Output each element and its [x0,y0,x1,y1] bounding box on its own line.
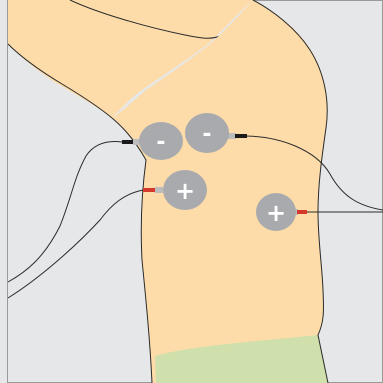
connector-body [143,188,156,192]
electrode-label: - [156,130,165,155]
connector-body [122,140,134,144]
connector-stub [228,133,236,139]
electrode-positive-1: + [163,170,207,210]
electrode-negative-1: - [139,122,183,160]
electrode-negative-2: - [185,113,229,153]
connector-stub [155,187,163,193]
electrode-positive-2: + [256,193,296,231]
connector-body [297,210,307,214]
connector-body [235,134,247,138]
electrode-label: + [266,199,286,227]
electrode-label: + [175,177,195,205]
electrode-label: - [202,122,211,147]
